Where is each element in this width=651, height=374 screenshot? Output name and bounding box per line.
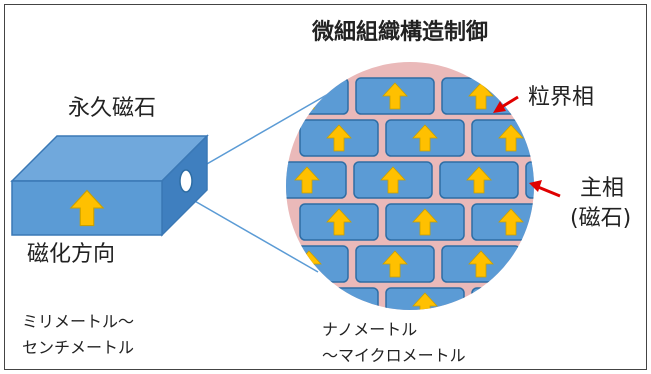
magnetization-arrow-icon bbox=[498, 292, 524, 310]
grain bbox=[385, 203, 465, 241]
magnetization-arrow-icon bbox=[555, 251, 579, 277]
grain bbox=[385, 119, 465, 157]
title-label: 微細組織構造制御 bbox=[312, 20, 489, 45]
magnet-label: 永久磁石 bbox=[68, 96, 157, 121]
grain bbox=[286, 161, 347, 199]
diagram-frame bbox=[4, 4, 647, 370]
grain bbox=[525, 161, 577, 199]
grain bbox=[471, 119, 534, 157]
grain bbox=[441, 77, 521, 115]
magnification-spot bbox=[179, 169, 193, 193]
grain bbox=[441, 245, 521, 283]
grain bbox=[471, 287, 534, 310]
magnet-block bbox=[10, 134, 209, 237]
grain bbox=[527, 245, 579, 283]
grain bbox=[558, 288, 636, 324]
grain bbox=[355, 245, 435, 283]
microstructure-circle bbox=[286, 62, 636, 324]
grain bbox=[355, 77, 435, 115]
scale-macro-line1: ミリメートル〜 bbox=[22, 312, 135, 331]
grain bbox=[299, 119, 379, 157]
scale-macro-line2: センチメートル bbox=[22, 338, 135, 357]
main-phase-pointer-icon bbox=[529, 180, 561, 198]
main-phase-label: 主相 bbox=[580, 176, 625, 201]
grain bbox=[353, 161, 433, 199]
grain-boundary-pointer-icon bbox=[493, 95, 519, 113]
main-phase-sublabel: (磁石) bbox=[570, 206, 632, 231]
grain bbox=[439, 161, 519, 199]
magnetization-arrow-icon bbox=[585, 125, 609, 151]
grain bbox=[471, 203, 534, 241]
grain bbox=[558, 120, 636, 156]
grain-boundary-label: 粒界相 bbox=[528, 85, 595, 110]
magnetization-label: 磁化方向 bbox=[27, 242, 116, 267]
magnetization-arrow-icon bbox=[553, 167, 577, 193]
scale-micro-line1: ナノメートル bbox=[322, 320, 418, 339]
grain bbox=[286, 77, 349, 115]
grain bbox=[299, 203, 379, 241]
scale-micro-line2: 〜マイクロメートル bbox=[322, 346, 466, 365]
magnetization-arrow-icon bbox=[585, 293, 609, 319]
leader-line-bottom bbox=[185, 195, 319, 273]
